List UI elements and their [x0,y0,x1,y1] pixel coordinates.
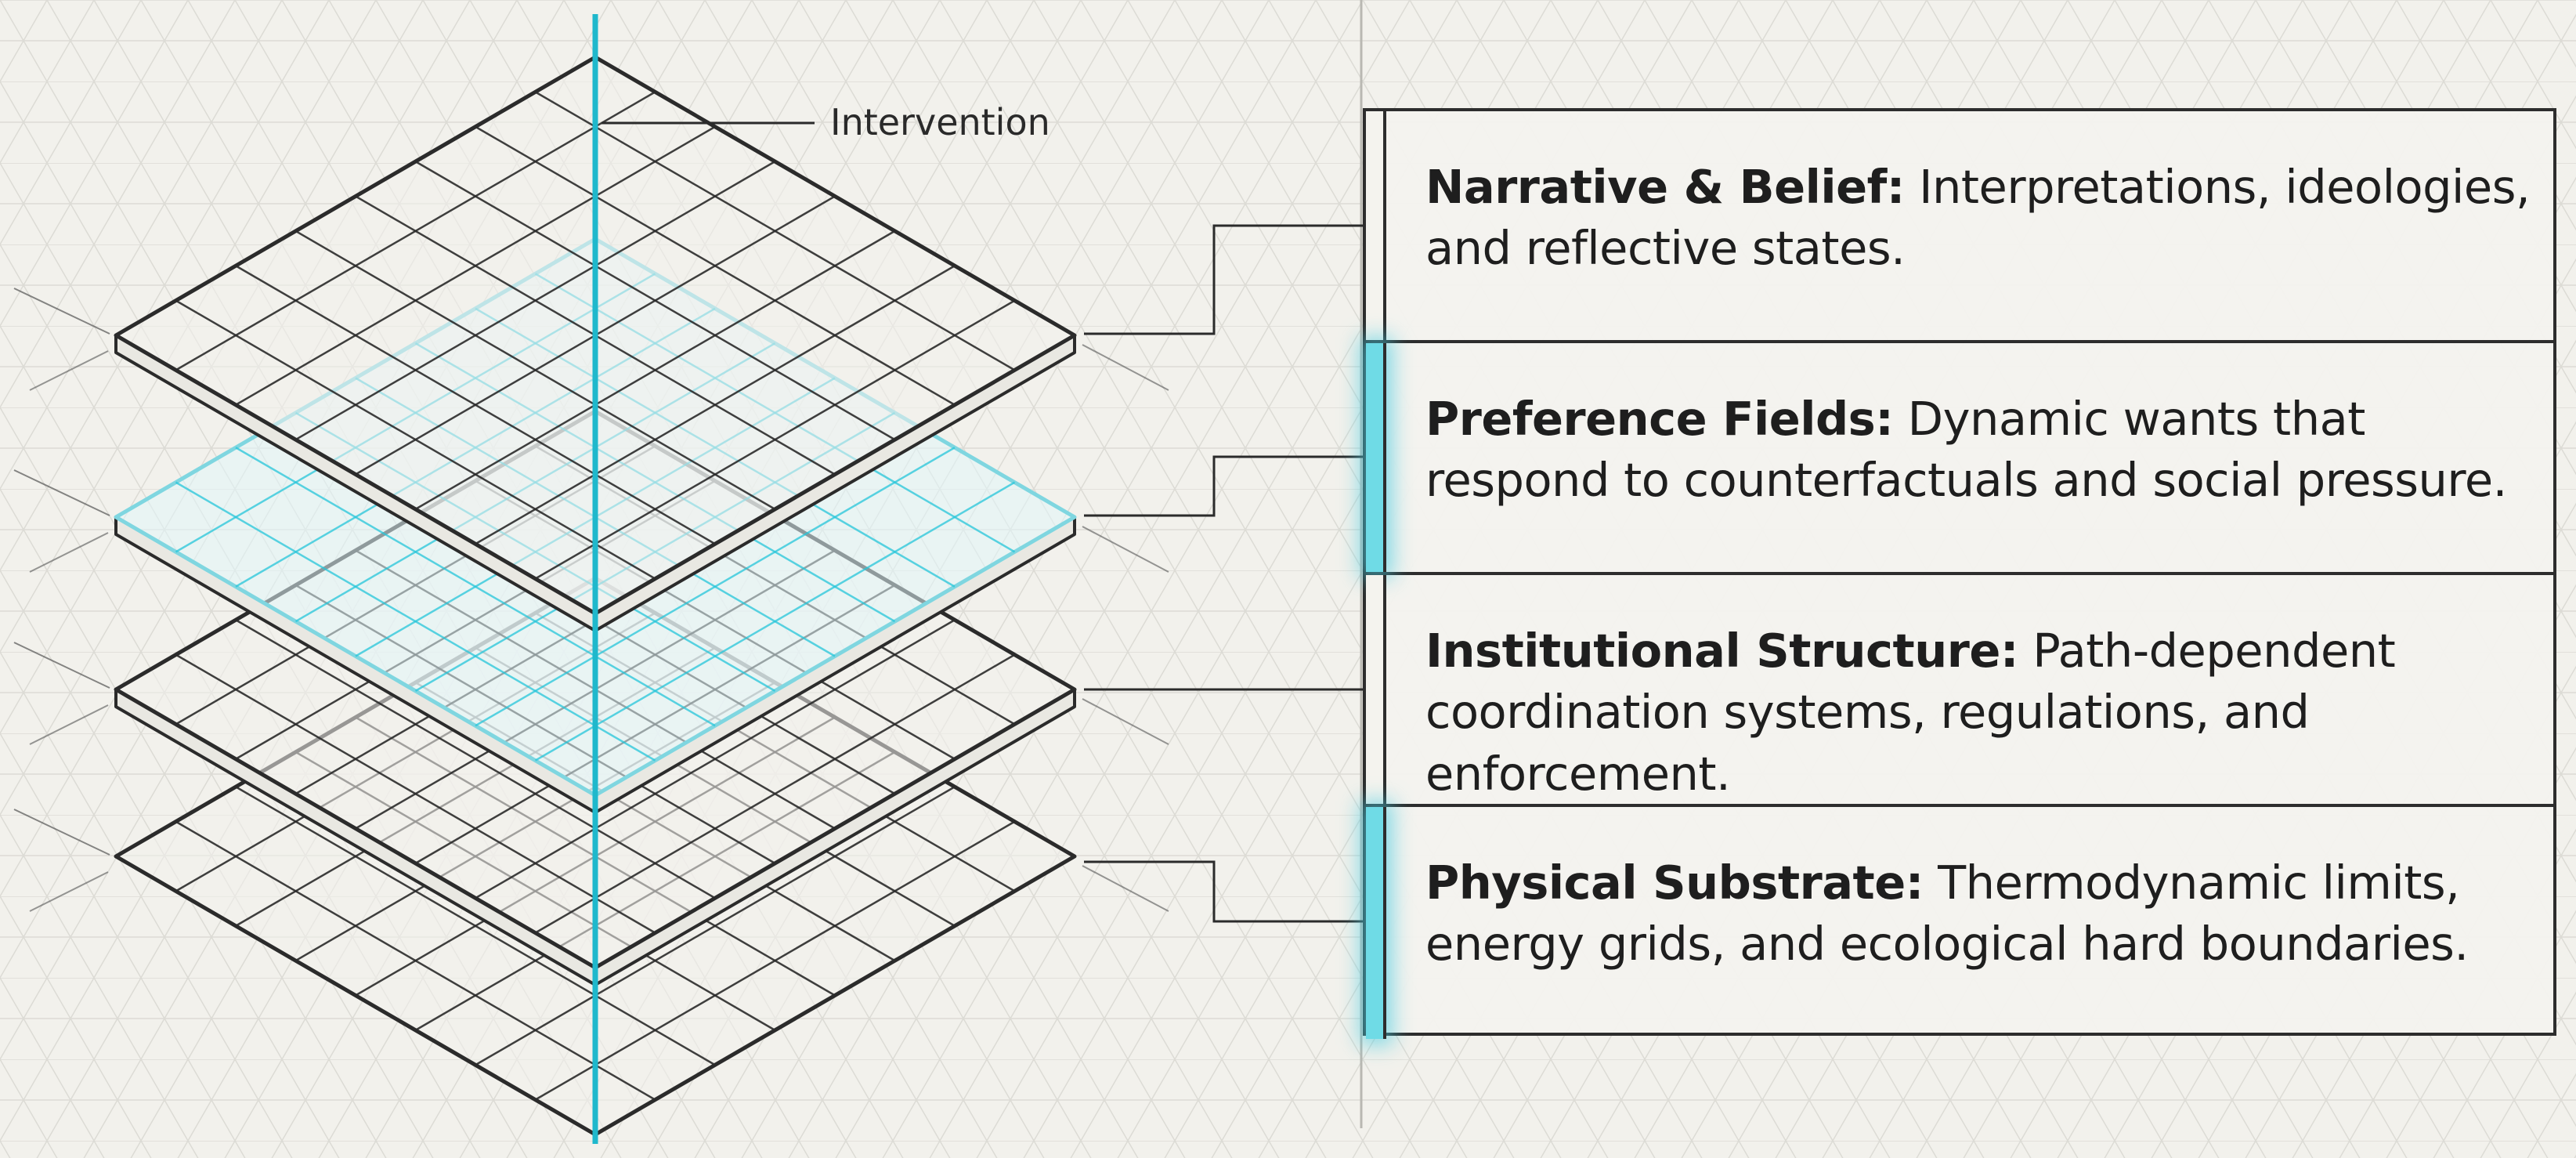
legend-indicator [1366,343,1386,572]
connector-line [1084,860,1363,923]
legend-row-narrative-belief: Narrative & Belief: Interpretations, ide… [1366,111,2553,343]
legend-indicator [1366,575,1386,804]
layer-name: Institutional Structure: [1425,624,2018,678]
connector-line [1084,224,1363,335]
layer-name: Preference Fields: [1425,392,1894,446]
legend-indicator [1366,807,1386,1039]
layer-description: Path-dependent coordination systems, reg… [1425,624,2396,801]
layer-name: Narrative & Belief: [1425,160,1905,214]
layer-name: Physical Substrate: [1425,856,1924,910]
layer-legend: Narrative & Belief: Interpretations, ide… [1363,108,2556,1039]
layer-description: Dynamic wants that respond to counterfac… [1425,392,2507,508]
legend-indicator [1366,111,1386,340]
legend-row-preference-fields: Preference Fields: Dynamic wants that re… [1366,343,2553,575]
legend-row-institutional-structure: Institutional Structure: Path-dependent … [1366,575,2553,807]
connector-lines [1084,224,1363,923]
connector-line [1084,455,1363,517]
legend-row-physical-substrate: Physical Substrate: Thermodynamic limits… [1366,807,2553,1039]
layer-description: Thermodynamic limits, energy grids, and … [1425,856,2469,972]
layer-description: Interpretations, ideologies, and reflect… [1425,160,2531,276]
intervention-label: Intervention [830,101,1050,143]
